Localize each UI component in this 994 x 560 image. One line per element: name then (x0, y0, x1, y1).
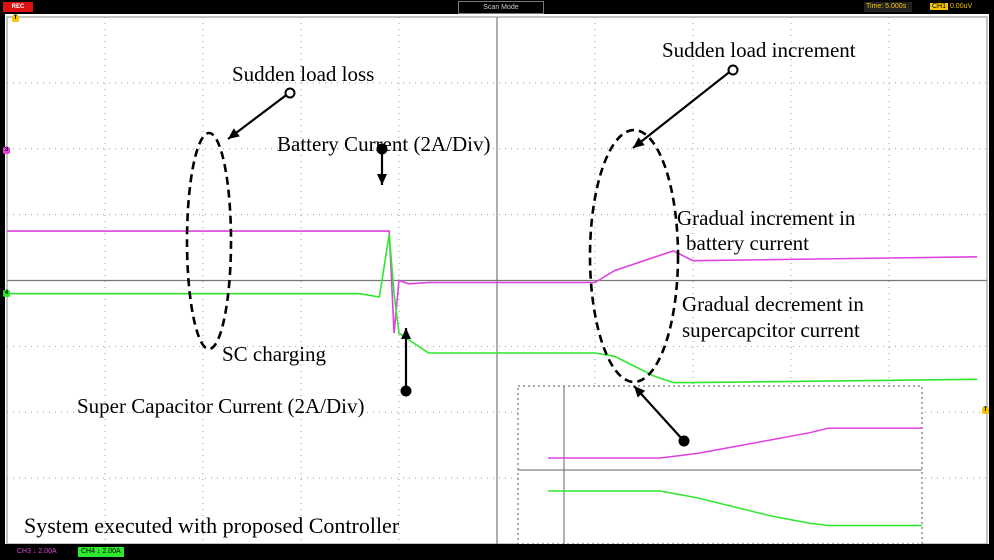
gradual-decrement-label-line1: Gradual decrement in (682, 292, 864, 316)
sudden-load-increment-label: Sudden load increment (662, 38, 856, 62)
load-increment-highlight (588, 128, 680, 384)
ch3-offset-marker[interactable]: 3 (3, 147, 10, 154)
record-indicator[interactable]: REC (3, 2, 33, 12)
inset-frame (517, 385, 923, 545)
ch4-offset-marker[interactable]: 4 (3, 290, 10, 297)
left-margin (0, 14, 5, 544)
sc-charging-label: SC charging (222, 342, 327, 366)
channel-bar: CH3 ↓ 2.00A CH4 ↓ 2.00A (0, 544, 994, 560)
gradual-increment-label-line1: Gradual increment in (677, 206, 856, 230)
load-loss-highlight (185, 131, 233, 351)
annotation-overlay (185, 64, 739, 447)
traces (7, 230, 978, 384)
load-increment-arrow-tail (727, 64, 739, 76)
load-loss-arrow-head (228, 128, 240, 139)
right-margin (989, 14, 994, 544)
trigger-readout[interactable]: CH1 0.00uV (930, 1, 972, 13)
load-increment-arrow-head (633, 137, 645, 148)
battery-arrow-tail (376, 143, 388, 155)
gradual-decrement-label-line2: supercapcitor current (682, 318, 860, 342)
ch4-scale-label[interactable]: CH4 ↓ 2.00A (78, 547, 124, 557)
sudden-load-loss-label: Sudden load loss (232, 62, 375, 86)
battery-current-label: Battery Current (2A/Div) (277, 132, 491, 156)
supercap-current-label: Super Capacitor Current (2A/Div) (77, 394, 365, 418)
trigger-level-marker[interactable]: T (982, 407, 989, 414)
scan-mode-label[interactable]: Scan Mode (458, 1, 544, 14)
system-caption: System executed with proposed Controller (24, 513, 400, 538)
status-bar: REC Scan Mode Time: 5.000s CH1 0.00uV (0, 0, 994, 14)
trigger-position-marker[interactable]: T (12, 15, 19, 22)
trigger-level: 0.00uV (949, 3, 973, 10)
battery-arrow-head (377, 174, 387, 185)
inset-arrow-tail (678, 435, 690, 447)
trigger-channel: CH1 (930, 3, 949, 10)
supercap-arrow-head (401, 328, 411, 339)
inset-battery-trace (548, 427, 922, 459)
timebase-readout[interactable]: Time: 5.000s (864, 2, 912, 12)
supercap-current-trace (7, 234, 978, 384)
load-loss-arrow-shaft (227, 92, 290, 140)
supercap-arrow-tail (400, 385, 412, 397)
load-increment-arrow-shaft (632, 69, 733, 149)
zoom-inset (517, 385, 923, 545)
ch3-scale-label[interactable]: CH3 ↓ 2.00A (17, 548, 57, 555)
inset-arrow-head (634, 386, 646, 398)
load-loss-arrow-tail (284, 87, 296, 99)
inset-arrow-shaft (633, 385, 684, 441)
inset-supercap-trace (548, 490, 922, 527)
gradual-increment-label-line2: battery current (686, 231, 810, 255)
